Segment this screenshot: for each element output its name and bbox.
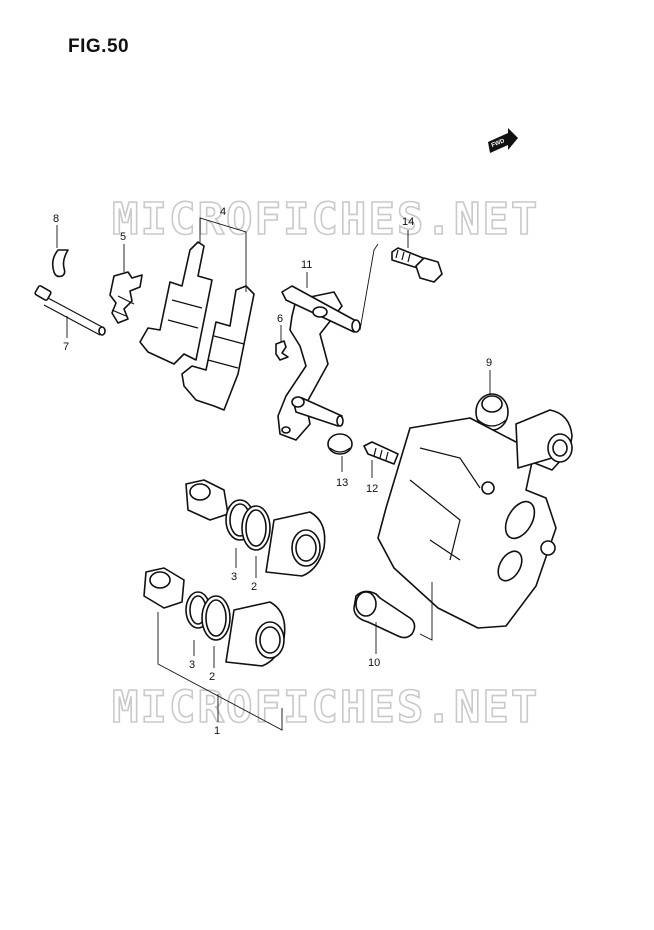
part-9-boot xyxy=(475,370,509,431)
callout-4: 4 xyxy=(220,206,226,218)
fwd-label: FWD xyxy=(491,138,507,149)
part-1-bracket xyxy=(157,612,283,731)
part-10-pin-bolt xyxy=(353,590,416,654)
part-14-bolt xyxy=(359,230,443,331)
watermark-bottom: MICROFICHES.NET xyxy=(112,682,539,733)
callout-2b: 2 xyxy=(209,671,215,683)
figure-title: FIG.50 xyxy=(68,36,130,57)
part-6-clip xyxy=(275,325,289,361)
part-11-bracket xyxy=(277,272,361,441)
watermark-top: MICROFICHES.NET xyxy=(112,194,539,245)
fwd-arrow-icon: FWD xyxy=(488,128,518,153)
callout-1: 1 xyxy=(214,725,220,737)
part-4-brake-pads xyxy=(139,217,255,411)
callout-2a: 2 xyxy=(251,581,257,593)
callout-7: 7 xyxy=(63,341,69,353)
callout-12: 12 xyxy=(366,483,378,495)
callout-14: 14 xyxy=(402,216,414,228)
callout-6: 6 xyxy=(277,313,283,325)
callout-11: 11 xyxy=(301,259,312,271)
part-7-pin xyxy=(34,285,106,338)
part-13-cap xyxy=(327,433,353,472)
part-8-clip xyxy=(51,225,69,278)
caliper-body xyxy=(377,409,573,641)
callout-3b: 3 xyxy=(189,659,195,671)
callout-9: 9 xyxy=(486,357,492,369)
part-1-piston-set-lower xyxy=(143,567,286,668)
callout-8: 8 xyxy=(53,213,59,225)
callout-3a: 3 xyxy=(231,571,237,583)
callout-10: 10 xyxy=(368,657,380,669)
callout-13: 13 xyxy=(336,477,348,489)
part-12-bleeder xyxy=(363,441,399,478)
part-1-piston-set-upper xyxy=(185,479,326,578)
part-5-spring xyxy=(109,244,143,324)
callout-5: 5 xyxy=(120,231,126,243)
